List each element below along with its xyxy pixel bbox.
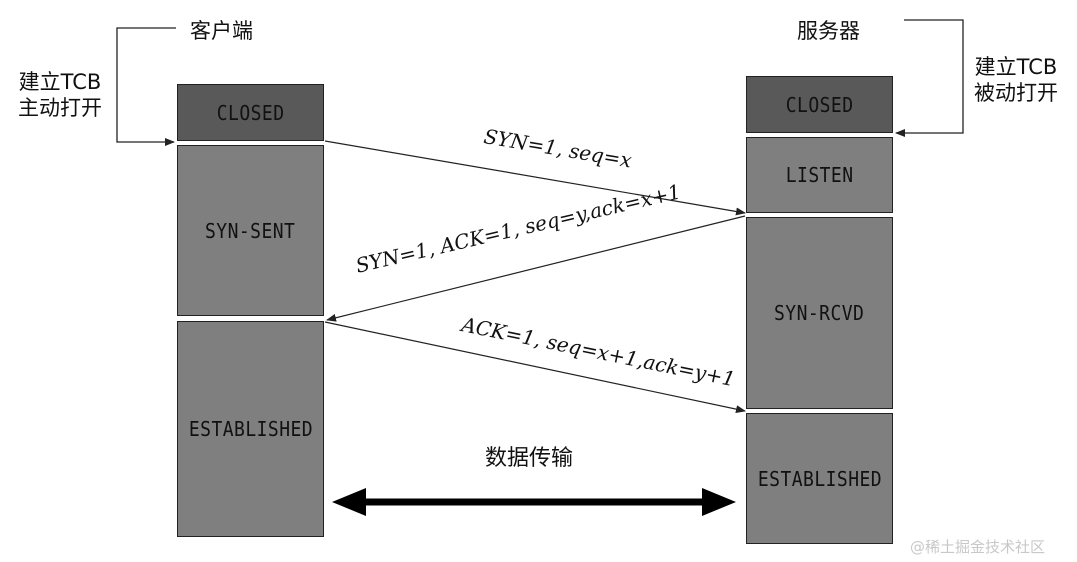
server-state-established: ESTABLISHED [746,413,893,544]
syn-ack-arrow [326,215,746,322]
server-open-note-line1: 建立TCB [974,55,1058,79]
data-transfer-label: 数据传输 [485,446,574,471]
server-open-note-line2: 被动打开 [974,81,1058,106]
watermark: @稀土掘金技术社区 [910,538,1046,556]
client-open-bracket [116,27,176,146]
client-state-syn-sent-label: SYN-SENT [205,218,296,243]
server-state-syn-rcvd: SYN-RCVD [746,217,893,409]
data-transfer-arrow-right-head [702,488,736,516]
client-state-closed: CLOSED [177,84,324,141]
client-state-established-label: ESTABLISHED [188,417,313,441]
client-state-closed-label: CLOSED [216,100,285,125]
server-state-syn-rcvd-label: SYN-RCVD [774,301,865,325]
client-title: 客户端 [190,19,253,43]
server-open-bracket [895,19,964,137]
client-state-syn-sent: SYN-SENT [177,145,324,316]
syn-arrow [324,140,746,216]
server-open-note: 建立TCB 被动打开 [974,54,1058,107]
server-state-established-label: ESTABLISHED [757,466,882,491]
client-open-note: 建立TCB 主动打开 [18,69,102,122]
client-open-note-line2: 主动打开 [18,96,102,121]
server-state-listen: LISTEN [746,137,893,213]
server-title: 服务器 [797,19,860,43]
client-open-note-line1: 建立TCB [18,70,102,94]
server-state-closed-label: CLOSED [785,92,854,117]
server-state-listen-label: LISTEN [785,163,854,187]
client-state-established: ESTABLISHED [177,321,324,537]
data-transfer-arrow-left-head [332,488,366,516]
server-state-closed: CLOSED [746,76,893,133]
ack-arrow [324,321,746,414]
